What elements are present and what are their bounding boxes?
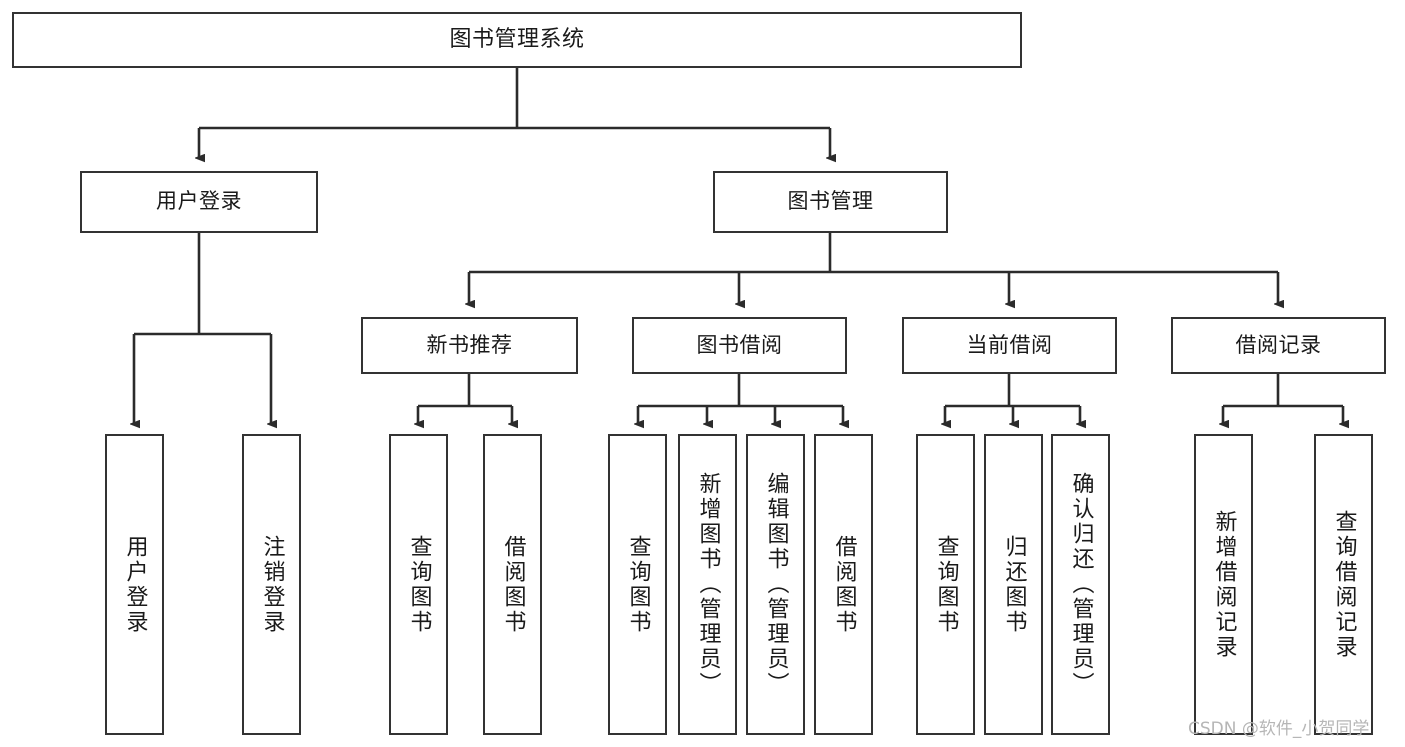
node-label: 新增图书（管理员） [695, 472, 721, 697]
node-label: 注销登录 [259, 534, 285, 635]
node-current-borrow[interactable]: 当前借阅 [902, 317, 1117, 374]
node-label: 借阅图书 [831, 534, 857, 635]
node-label: 确认归还（管理员） [1068, 472, 1094, 697]
node-borrow-record[interactable]: 借阅记录 [1171, 317, 1386, 374]
node-label: 借阅图书 [500, 534, 526, 635]
node-label: 用户登录 [156, 189, 242, 214]
node-new-book-recommend[interactable]: 新书推荐 [361, 317, 578, 374]
node-book-borrow[interactable]: 图书借阅 [632, 317, 847, 374]
node-label: 编辑图书（管理员） [763, 472, 789, 697]
node-label: 当前借阅 [966, 332, 1053, 357]
node-leaf-query-borrow-record[interactable]: 查询借阅记录 [1314, 434, 1373, 735]
node-leaf-borrow-book[interactable]: 借阅图书 [814, 434, 873, 735]
node-book-management-system[interactable]: 图书管理系统 [12, 12, 1022, 68]
node-leaf-query-book-borrow[interactable]: 查询图书 [608, 434, 667, 735]
node-leaf-query-book-current[interactable]: 查询图书 [916, 434, 975, 735]
node-leaf-borrow-book-recommend[interactable]: 借阅图书 [483, 434, 542, 735]
node-label: 用户登录 [122, 534, 148, 635]
node-label: 图书管理 [787, 189, 874, 214]
node-book-management[interactable]: 图书管理 [713, 171, 948, 233]
node-label: 归还图书 [1001, 534, 1027, 635]
node-leaf-add-borrow-record[interactable]: 新增借阅记录 [1194, 434, 1253, 735]
node-leaf-edit-book-admin[interactable]: 编辑图书（管理员） [746, 434, 805, 735]
node-leaf-return-book[interactable]: 归还图书 [984, 434, 1043, 735]
node-leaf-query-book-recommend[interactable]: 查询图书 [389, 434, 448, 735]
node-label: 借阅记录 [1235, 332, 1322, 357]
node-label: 新增借阅记录 [1211, 509, 1237, 660]
node-label: 查询图书 [933, 534, 959, 635]
node-leaf-logout[interactable]: 注销登录 [242, 434, 301, 735]
node-user-login[interactable]: 用户登录 [80, 171, 318, 233]
node-label: 新书推荐 [426, 332, 513, 357]
node-label: 图书借阅 [696, 332, 783, 357]
watermark: CSDN @软件_小贺同学 [1188, 719, 1370, 739]
node-leaf-add-book-admin[interactable]: 新增图书（管理员） [678, 434, 737, 735]
node-label: 查询图书 [406, 534, 432, 635]
node-label: 查询图书 [625, 534, 651, 635]
node-leaf-user-login[interactable]: 用户登录 [105, 434, 164, 735]
node-leaf-confirm-return-admin[interactable]: 确认归还（管理员） [1051, 434, 1110, 735]
node-label: 图书管理系统 [449, 26, 585, 52]
node-label: 查询借阅记录 [1331, 509, 1357, 660]
